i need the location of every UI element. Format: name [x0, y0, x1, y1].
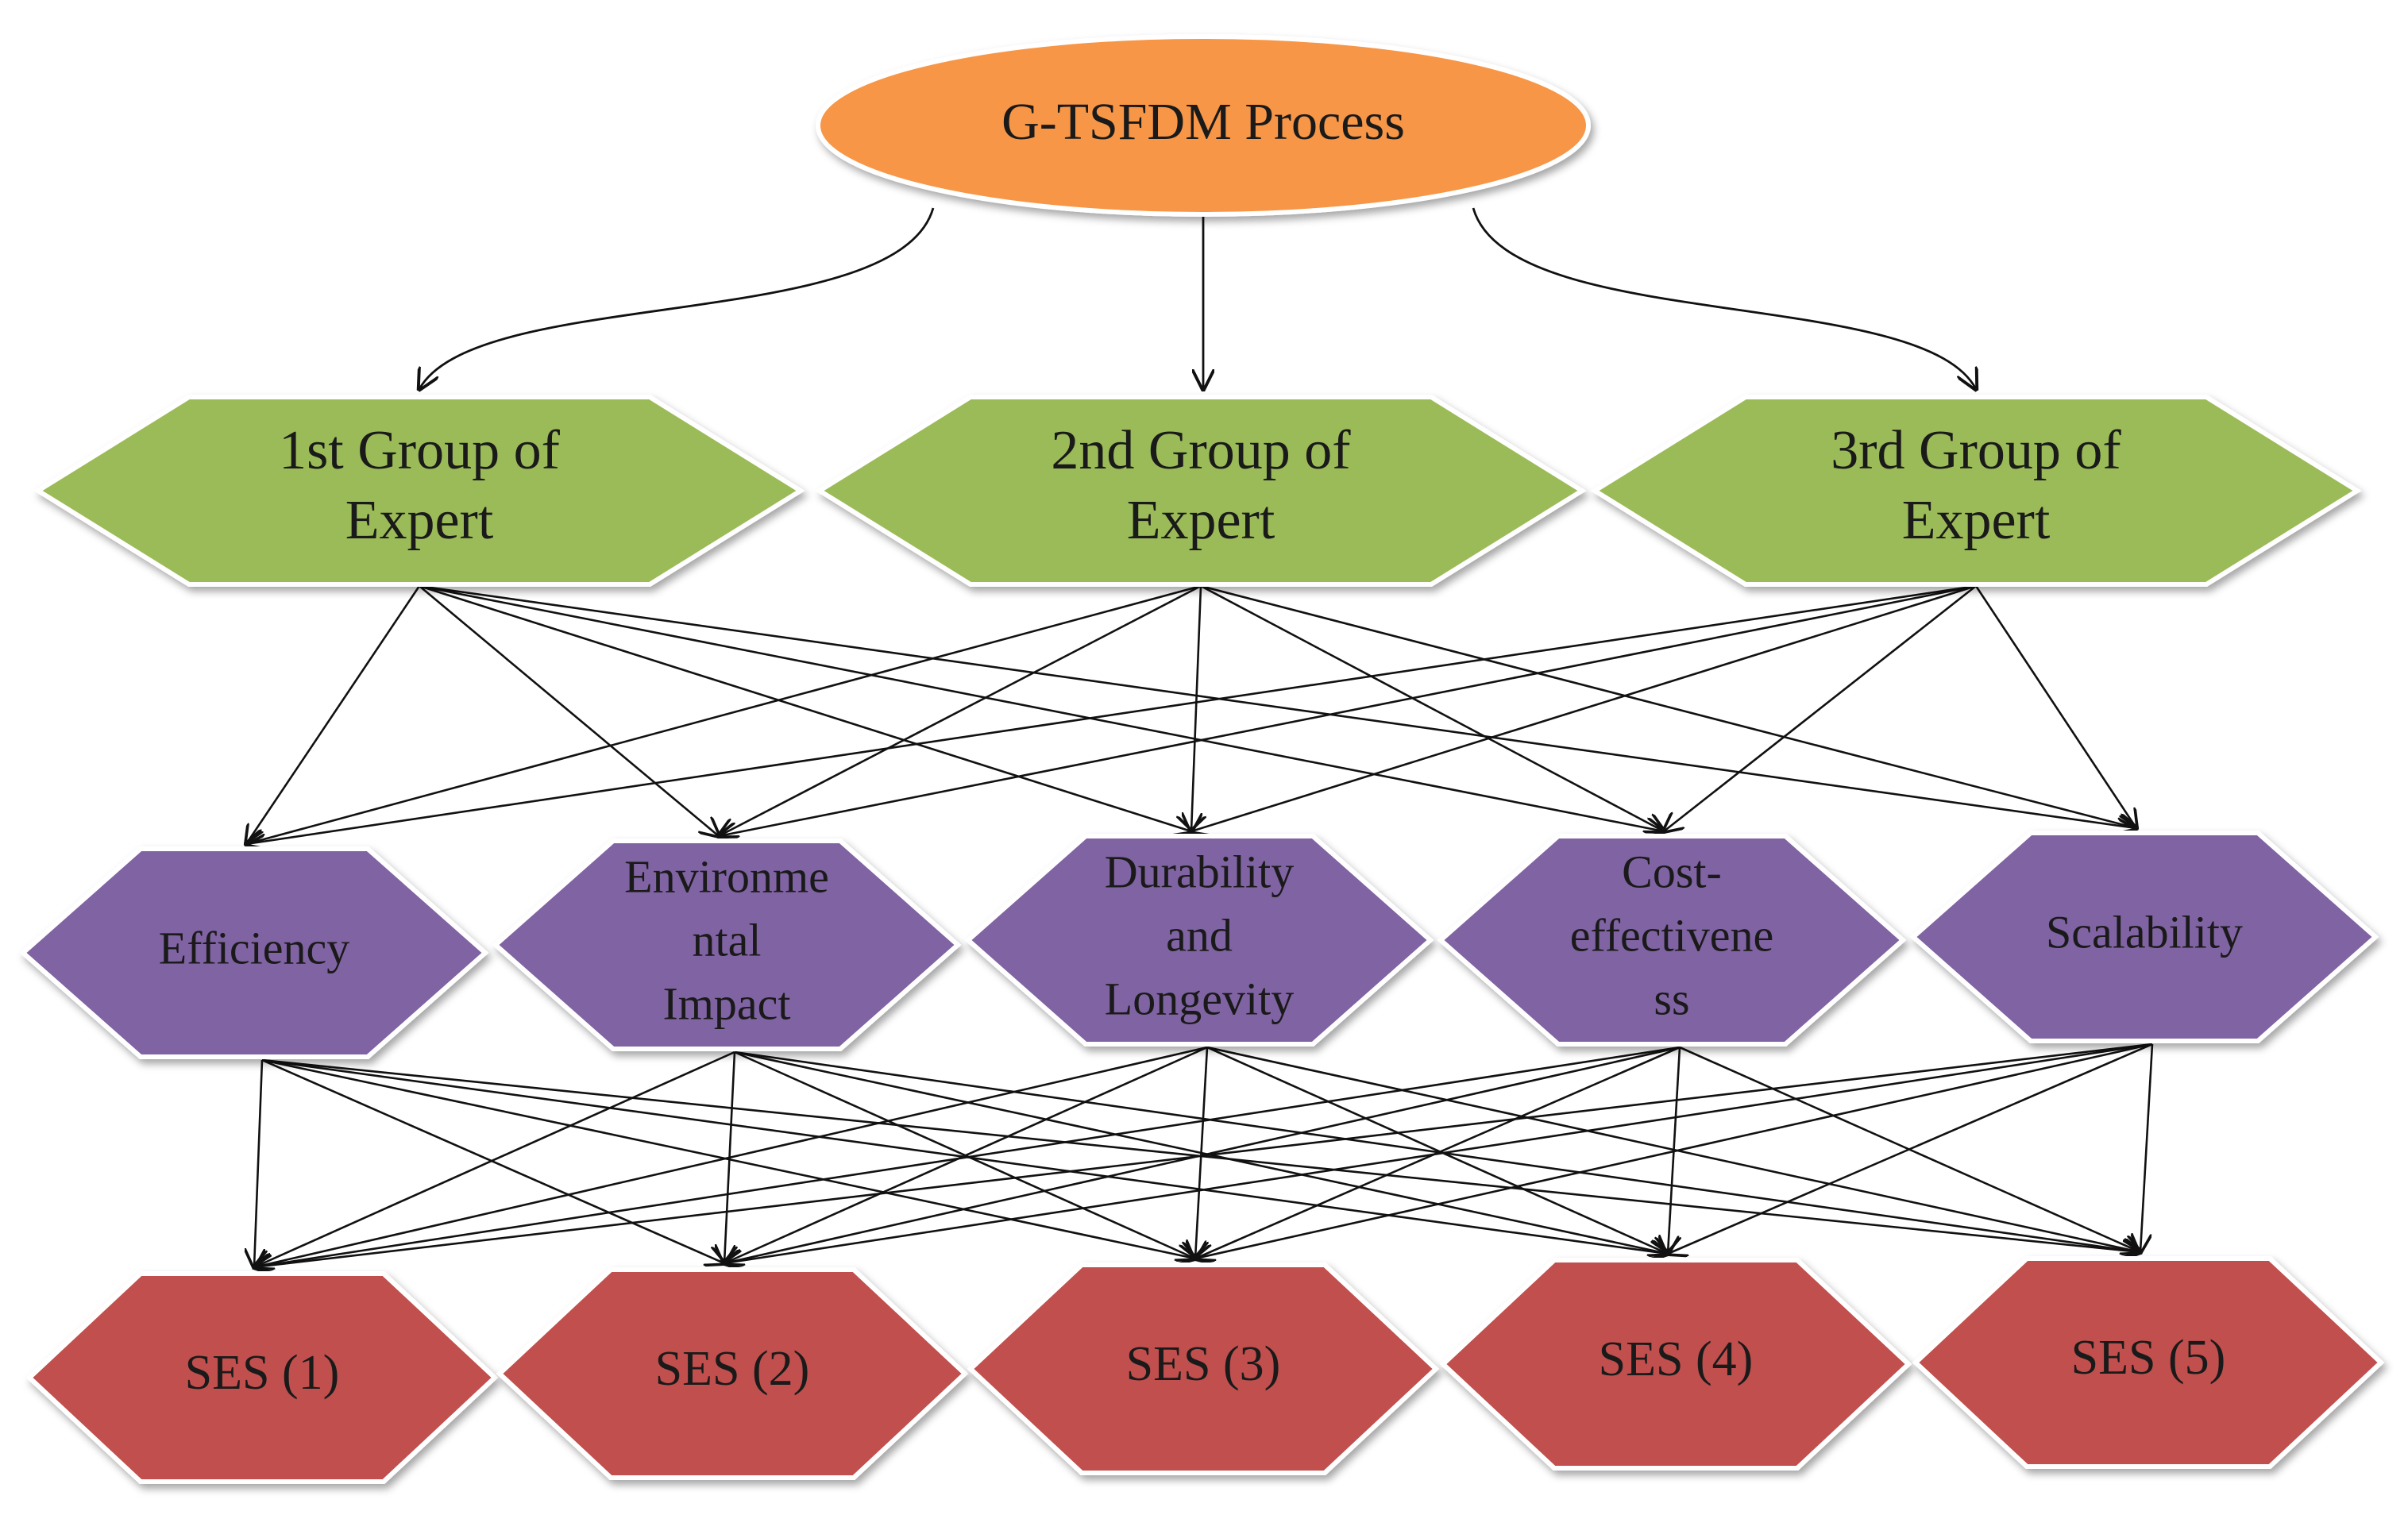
alternative-label: SES (1) [185, 1346, 340, 1400]
alternative-node-5: SES (5) [1912, 1256, 2385, 1469]
criterion-label-line-3: Impact [662, 977, 790, 1029]
alternative-node-2: SES (2) [496, 1267, 969, 1480]
expert-1-to-criterion-5-arrow [419, 584, 2136, 828]
criterion-node-4: Cost-effectivene ss [1437, 834, 1907, 1047]
criterion-5-to-alternative-3-arrow [1195, 1043, 2153, 1259]
alternative-hexagon [25, 1271, 499, 1484]
expert-2-to-criterion-5-arrow [1200, 584, 2136, 828]
expert-node-3: 3rd Group of Expert [1590, 395, 2362, 587]
criterion-4-to-alternative-1-arrow [254, 1046, 1681, 1267]
criterion-hexagon [19, 846, 489, 1059]
expert-hexagon [33, 395, 805, 587]
criterion-3-to-alternative-1-arrow [254, 1046, 1208, 1267]
criterion-2-to-alternative-1-arrow [254, 1050, 735, 1267]
criterion-label-line-1: Efficiency [159, 922, 349, 973]
root-label: G-TSFDM Process [1001, 93, 1405, 151]
root-to-expert-arrow-3 [1472, 207, 1976, 389]
expert-label-line2: Expert [1127, 490, 1275, 551]
criterion-hexagon [1909, 831, 2379, 1043]
expert-2-to-criterion-3-arrow [1191, 585, 1201, 831]
criterion-hexagon [492, 838, 962, 1051]
criterion-hexagon [964, 834, 1434, 1047]
criterion-5-to-alternative-1-arrow [254, 1043, 2153, 1267]
criterion-1-to-alternative-1-arrow [254, 1059, 262, 1267]
expert-3-to-criterion-4-arrow [1664, 584, 1977, 831]
criterion-node-5: Scalability [1909, 831, 2379, 1043]
root-node: G-TSFDM Process [816, 34, 1591, 217]
expert-1-to-criterion-1-arrow [246, 585, 421, 844]
alternative-hexagon [967, 1262, 1440, 1475]
expert-2-to-criterion-1-arrow [246, 584, 1202, 844]
criterion-label-line-2: ntal [693, 914, 762, 966]
expert-3-to-criterion-1-arrow [246, 584, 1977, 844]
expert-1-to-criterion-4-arrow [419, 584, 1664, 831]
criterion-5-to-alternative-4-arrow [1668, 1043, 2153, 1254]
alternative-hexagon [1439, 1258, 1912, 1471]
expert-2-to-criterion-4-arrow [1200, 584, 1664, 831]
root-to-expert-arrow-1 [419, 207, 935, 389]
expert-1-to-criterion-2-arrow [419, 585, 719, 836]
expert-hexagon [815, 395, 1587, 587]
expert-label-line1: 1st Group of [279, 420, 561, 481]
criterion-node-1: Efficiency [19, 846, 489, 1059]
expert-label-line1: 3rd Group of [1831, 420, 2121, 481]
alternative-label: SES (5) [2071, 1331, 2226, 1385]
criterion-5-to-alternative-2-arrow [724, 1043, 2153, 1263]
alternative-node-1: SES (1) [25, 1271, 499, 1484]
expert-node-1: 1st Group of Expert [33, 395, 805, 587]
criterion-label-line-2: effectivene [1570, 909, 1774, 961]
expert-1-to-criterion-3-arrow [419, 584, 1191, 831]
alternative-node-4: SES (4) [1439, 1258, 1912, 1471]
expert-3-to-criterion-5-arrow [1974, 585, 2136, 828]
criterion-3-to-alternative-2-arrow [724, 1046, 1208, 1263]
criterion-label-line-3: ss [1654, 973, 1689, 1024]
criterion-label-line-1: Scalability [2046, 906, 2243, 958]
alternative-label: SES (2) [655, 1342, 810, 1396]
expert-node-2: 2nd Group of Expert [815, 395, 1587, 587]
expert-2-to-criterion-2-arrow [719, 584, 1202, 836]
expert-label-line2: Expert [345, 490, 494, 551]
criterion-label-line-1: Cost- [1622, 846, 1722, 897]
criterion-label-line-2: and [1166, 909, 1233, 961]
criterion-5-to-alternative-5-arrow [2140, 1043, 2154, 1252]
alternative-hexagon [1912, 1256, 2385, 1469]
criterion-label-line-3: Longevity [1105, 973, 1294, 1024]
expert-label-line1: 2nd Group of [1051, 420, 1351, 481]
expert-to-criteria-edges [246, 584, 2136, 844]
alternative-hexagon [496, 1267, 969, 1480]
criterion-label-line-1: Environme [624, 850, 829, 902]
criteria-to-alternative-edges [254, 1043, 2154, 1267]
criterion-3-to-alternative-4-arrow [1206, 1046, 1668, 1254]
alternative-nodes: SES (1) SES (2) SES (3) SES (4) SES (5) [25, 1256, 2385, 1484]
expert-3-to-criterion-2-arrow [719, 584, 1977, 836]
criterion-label-line-1: Durability [1105, 846, 1294, 897]
criterion-1-to-alternative-2-arrow [261, 1058, 724, 1263]
criterion-hexagon [1437, 834, 1907, 1047]
alternative-label: SES (4) [1599, 1332, 1754, 1386]
expert-hexagon [1590, 395, 2362, 587]
root-ellipse [816, 34, 1591, 217]
expert-3-to-criterion-3-arrow [1191, 584, 1977, 831]
expert-label-line2: Expert [1902, 490, 2051, 551]
criterion-3-to-alternative-3-arrow [1195, 1047, 1209, 1259]
alternative-label: SES (3) [1126, 1337, 1281, 1391]
alternative-node-3: SES (3) [967, 1262, 1440, 1475]
root-to-expert-edges [419, 207, 1976, 389]
